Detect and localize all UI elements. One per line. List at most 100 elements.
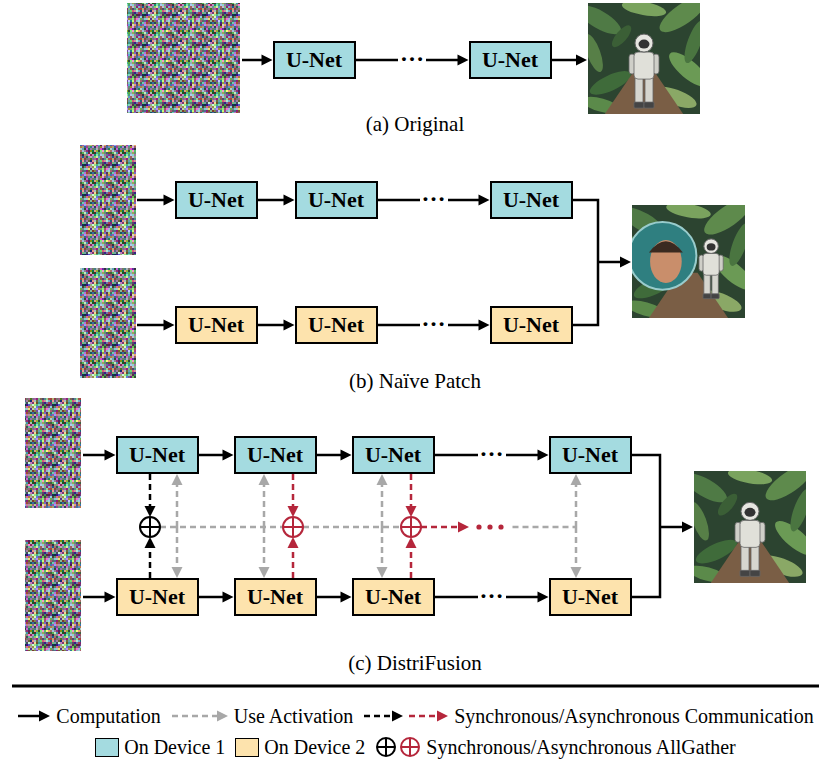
unet-block: U-Net — [175, 181, 258, 219]
unet-block: U-Net — [295, 306, 378, 344]
legend-item: Computation — [17, 705, 160, 727]
computation-arrow — [552, 59, 579, 62]
connector-line — [199, 454, 225, 457]
astronaut-figure — [699, 239, 723, 299]
computation-arrow — [242, 59, 264, 62]
subfigure-caption: (c) DistriFusion — [348, 652, 482, 675]
use-activation-arrow — [263, 527, 266, 569]
astronaut-part — [704, 273, 710, 296]
unet-block: U-Net — [352, 436, 435, 474]
jungle-leaf — [715, 491, 741, 519]
block-label: U-Net — [365, 443, 421, 466]
allgather-cross — [140, 517, 160, 537]
jungle-image — [694, 471, 806, 583]
async-communication-arrow — [410, 474, 413, 508]
allgather-circle — [401, 738, 419, 756]
jungle-leaf — [680, 19, 700, 66]
arrow-head — [105, 450, 116, 461]
computation-connector — [258, 195, 295, 206]
block-label: U-Net — [562, 443, 618, 466]
block-label: U-Net — [365, 585, 421, 608]
arrow-head — [262, 55, 273, 66]
unet-block: U-Net — [234, 436, 317, 474]
unet-block: U-Net — [273, 41, 356, 79]
arrow-head — [341, 592, 352, 603]
arrow-head — [39, 711, 50, 722]
noise-image — [127, 3, 240, 113]
arrow-head — [479, 320, 490, 331]
arrow-head — [172, 474, 183, 485]
legend-item: Use Activation — [171, 705, 353, 727]
astronaut-helmet — [741, 502, 759, 520]
ellipsis-label: … — [398, 41, 426, 65]
legend-sample — [375, 736, 421, 758]
arrow-head — [284, 320, 295, 331]
use-activation-arrow — [381, 483, 384, 527]
arrow-head — [682, 522, 693, 533]
jungle-leaf — [725, 221, 745, 268]
continuation-dot — [476, 524, 481, 529]
legend-sample — [363, 705, 449, 727]
computation-arrow — [137, 199, 166, 202]
astronaut-figure — [629, 34, 659, 108]
jungle-leaf — [609, 22, 635, 50]
allgather-symbol — [377, 738, 395, 756]
continuation-dot — [498, 524, 503, 529]
arrow-head — [223, 592, 234, 603]
legend-arrow — [18, 715, 41, 718]
big-helmet — [632, 222, 696, 290]
activation-line — [513, 526, 577, 529]
jungle-leaf — [665, 205, 712, 221]
legend-sample — [171, 705, 229, 727]
arrow-head — [458, 522, 469, 533]
legend-swatch — [95, 738, 119, 757]
arrow-head — [576, 55, 587, 66]
block-label: U-Net — [482, 48, 538, 71]
unet-block: U-Net — [469, 41, 552, 79]
allgather-circle — [283, 517, 303, 537]
unet-block: U-Net — [116, 436, 199, 474]
computation-arrow — [598, 261, 622, 264]
arrow-head — [259, 567, 270, 578]
arrow-head — [458, 55, 469, 66]
arrow-head — [217, 711, 228, 722]
arrow-head — [105, 592, 116, 603]
illustrations — [25, 0, 819, 651]
legend-row: ComputationUse ActivationSynchronous/Asy… — [0, 701, 831, 731]
astronaut-helmet — [704, 239, 719, 254]
legend-text: On Device 2 — [264, 736, 365, 758]
astronaut-helmet — [635, 34, 653, 52]
unet-block: U-Net — [490, 181, 573, 219]
allgather-symbol — [401, 738, 419, 756]
arrow-head — [341, 450, 352, 461]
subfigure-caption: (b) Naïve Patch — [349, 370, 481, 393]
arrow-head — [479, 195, 490, 206]
arrow-head — [377, 567, 388, 578]
async-communication-arrow — [410, 546, 413, 578]
block-label: U-Net — [503, 313, 559, 336]
astronaut-part — [634, 102, 644, 108]
astronaut-part — [634, 52, 654, 79]
unet-block: U-Net — [490, 306, 573, 344]
astronaut-figure — [735, 502, 765, 576]
merge-line — [573, 200, 599, 262]
allgather-circle — [401, 517, 421, 537]
arrow-head — [538, 592, 549, 603]
allgather-circle — [140, 517, 160, 537]
block-label: U-Net — [129, 585, 185, 608]
jungle-leaf — [727, 471, 773, 487]
arrow-head — [406, 537, 417, 548]
astronaut-part — [741, 544, 749, 572]
astronaut-part — [750, 570, 760, 576]
unet-block: U-Net — [549, 578, 632, 616]
connector-line — [317, 596, 343, 599]
legend-text: Use Activation — [234, 705, 353, 727]
jungle-leaf — [621, 3, 667, 19]
astronaut-part — [635, 76, 643, 104]
arrow-head — [437, 711, 448, 722]
block-label: U-Net — [503, 188, 559, 211]
arrow-head — [377, 474, 388, 485]
ellipsis-label: … — [478, 578, 506, 602]
use-activation-arrow — [176, 483, 179, 527]
async-communication-arrow — [292, 546, 295, 578]
